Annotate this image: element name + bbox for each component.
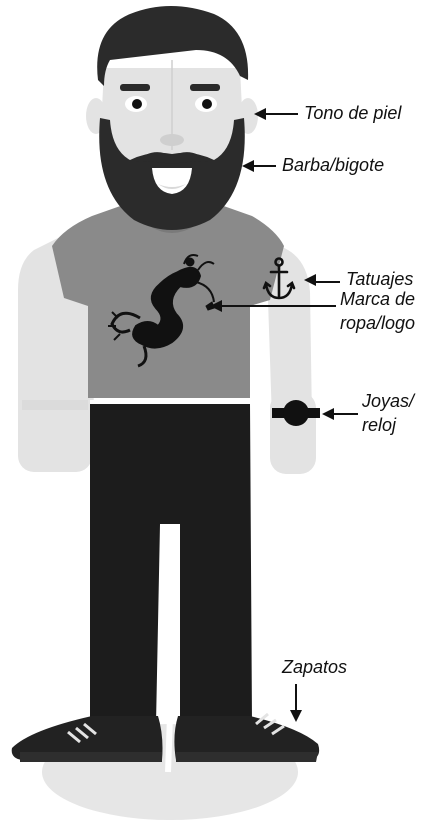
label-clothing-brand-line1: Marca de <box>340 288 415 310</box>
label-beard: Barba/bigote <box>282 154 384 176</box>
arrow-skin-tone <box>254 108 298 120</box>
arrow-shoes <box>290 684 302 722</box>
arrow-jewelry <box>322 408 358 420</box>
label-shoes: Zapatos <box>282 656 347 678</box>
arrow-beard <box>242 160 276 172</box>
pants <box>90 400 252 724</box>
nose <box>160 134 184 146</box>
label-jewelry-line1: Joyas/ <box>362 390 414 412</box>
label-skin-tone: Tono de piel <box>304 102 401 124</box>
arrow-tattoos <box>304 274 340 286</box>
label-clothing-brand-line2: ropa/logo <box>340 312 415 334</box>
label-tattoos: Tatuajes <box>346 268 413 290</box>
label-jewelry-line2: reloj <box>362 414 396 436</box>
